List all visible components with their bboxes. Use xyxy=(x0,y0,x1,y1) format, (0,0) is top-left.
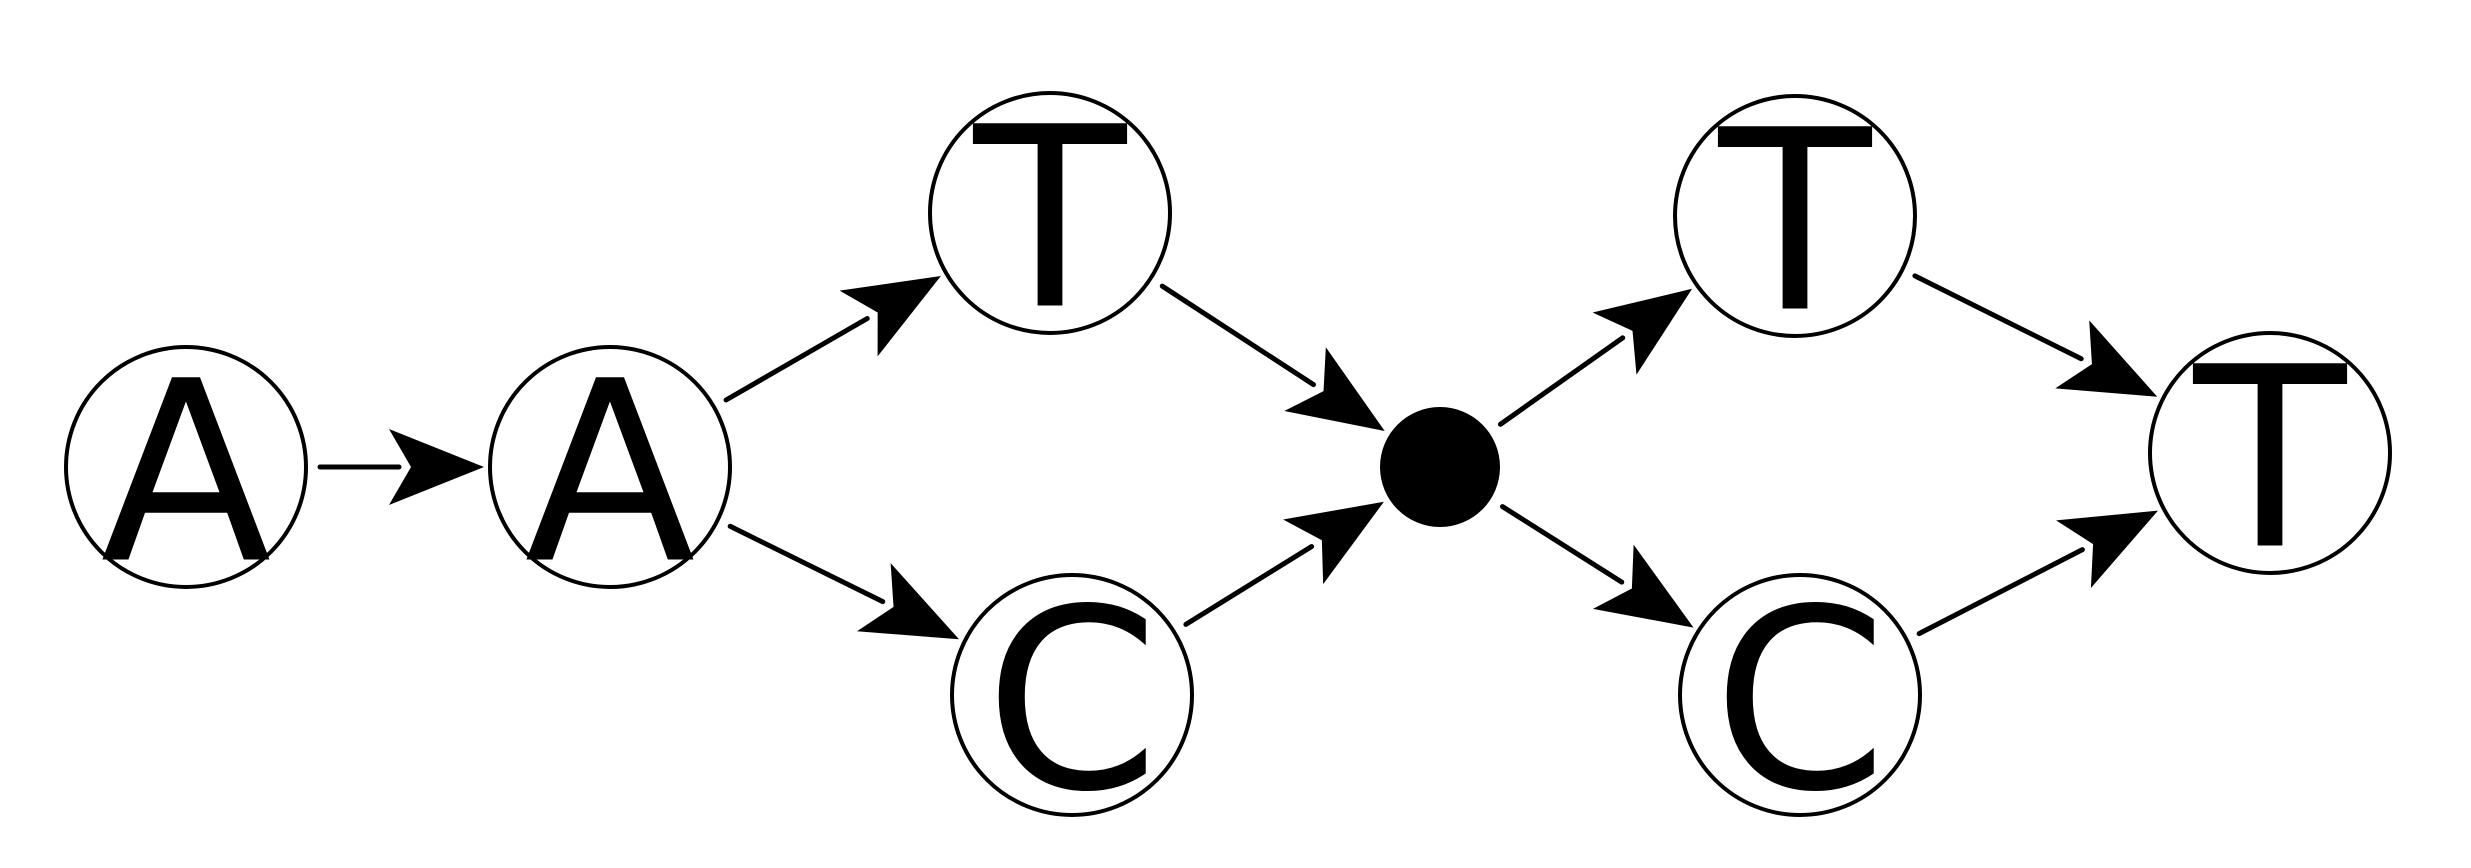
node-circle xyxy=(1673,94,1917,338)
edge-line xyxy=(727,523,886,605)
edges-layer xyxy=(317,273,2158,640)
edge-n4-n5 xyxy=(1183,501,1384,627)
sequence-node: T xyxy=(1673,77,1917,368)
sequence-node: A xyxy=(488,328,732,619)
edge-line xyxy=(723,315,870,403)
edge-n5-n7 xyxy=(1500,504,1694,628)
edge-n2-n3 xyxy=(723,275,941,403)
arrowhead-icon xyxy=(1592,544,1694,628)
node-circle xyxy=(950,573,1194,817)
edge-line xyxy=(1183,544,1315,627)
arrowhead-icon xyxy=(1283,501,1384,585)
sequence-node: T xyxy=(2148,314,2392,605)
edge-n3-n5 xyxy=(1159,283,1385,431)
edge-line xyxy=(1916,547,2085,637)
edge-n2-n4 xyxy=(727,523,960,640)
node-label: C xyxy=(985,556,1160,847)
node-label: C xyxy=(1713,556,1888,847)
arrowhead-icon xyxy=(2056,510,2158,588)
node-circle xyxy=(488,345,732,589)
edge-n7-n8 xyxy=(1916,510,2158,637)
sequence-node: T xyxy=(928,74,1172,365)
edge-n5-n6 xyxy=(1497,288,1693,427)
arrowhead-icon xyxy=(1284,347,1385,431)
edge-line xyxy=(1497,335,1626,427)
arrowhead-icon xyxy=(1592,288,1693,375)
node-label: T xyxy=(1718,77,1873,368)
edge-n1-n2 xyxy=(317,429,484,505)
arrowhead-icon xyxy=(2055,320,2158,397)
edge-line xyxy=(1159,283,1316,388)
edge-n6-n8 xyxy=(1912,273,2158,397)
node-circle xyxy=(2148,331,2392,575)
sequence-node: A xyxy=(64,328,308,619)
node-label: T xyxy=(973,74,1128,365)
sequence-node: C xyxy=(1678,556,1922,847)
arrowhead-icon xyxy=(857,563,960,640)
node-circle xyxy=(64,345,308,589)
edge-line xyxy=(1500,504,1625,585)
node-circle xyxy=(928,91,1172,335)
junction-dot-icon xyxy=(1380,407,1500,527)
node-circle xyxy=(1678,573,1922,817)
arrowhead-icon xyxy=(839,275,941,357)
node-label: T xyxy=(2193,314,2348,605)
arrowhead-icon xyxy=(389,429,484,505)
sequence-node: C xyxy=(950,556,1194,847)
edge-line xyxy=(1912,273,2084,362)
junction-node xyxy=(1380,407,1500,527)
node-label: A xyxy=(100,328,271,619)
node-label: A xyxy=(524,328,695,619)
